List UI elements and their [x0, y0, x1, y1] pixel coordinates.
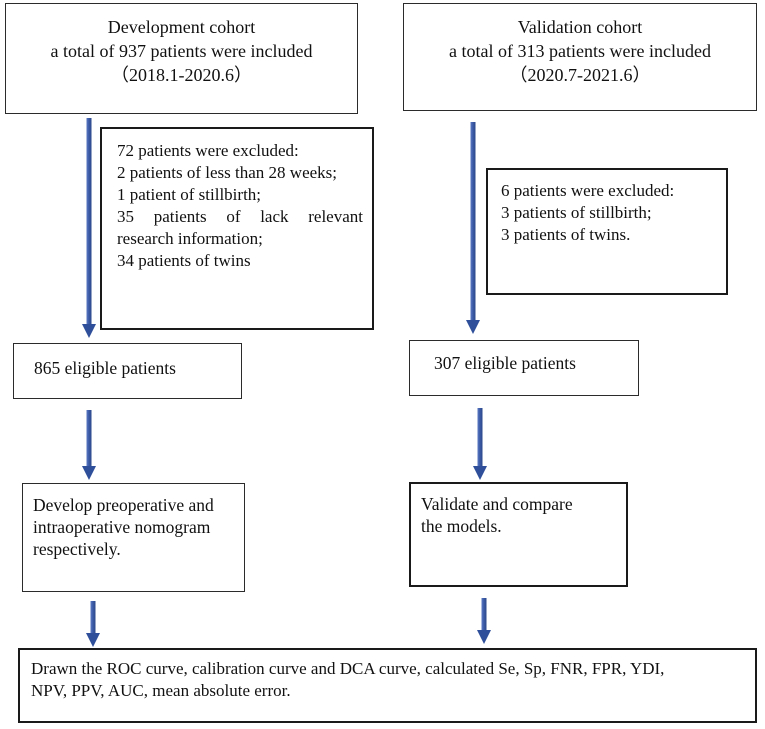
val-eligible-text: 307 eligible patients [434, 353, 576, 373]
arrow-val-to-eligible [466, 122, 480, 334]
arrow-val-eligible-to-validate [473, 408, 487, 480]
develop-step-line: respectively. [33, 539, 121, 559]
development-exclusion-box: 72 patients were excluded: 2 patients of… [100, 127, 374, 330]
validation-count: a total of 313 patients were included [449, 41, 711, 61]
validation-eligible-box: 307 eligible patients [409, 340, 639, 396]
arrow-dev-eligible-to-develop [82, 410, 96, 480]
val-exclusion-item: 3 patients of stillbirth; [501, 203, 652, 222]
dev-exclusion-item: 35 patients of lack relevant [117, 207, 363, 226]
arrow-validate-to-final [477, 598, 491, 644]
validate-models-box: Validate and compare the models. [409, 482, 628, 587]
dev-exclusion-header: 72 patients were excluded: [117, 141, 299, 160]
arrow-develop-to-final [86, 601, 100, 647]
validation-cohort-box: Validation cohort a total of 313 patient… [403, 3, 757, 111]
dev-exclusion-item: research information; [117, 229, 263, 248]
develop-nomogram-box: Develop preoperative and intraoperative … [22, 483, 245, 592]
val-exclusion-header: 6 patients were excluded: [501, 181, 675, 200]
final-step-line: NPV, PPV, AUC, mean absolute error. [31, 681, 291, 700]
arrow-dev-to-eligible [82, 118, 96, 338]
development-eligible-box: 865 eligible patients [13, 343, 242, 399]
dev-exclusion-item: 1 patient of stillbirth; [117, 185, 262, 204]
final-analysis-box: Drawn the ROC curve, calibration curve a… [18, 648, 757, 723]
development-cohort-box: Development cohort a total of 937 patien… [5, 3, 358, 114]
validation-period: （2020.7-2021.6） [509, 65, 651, 85]
dev-eligible-text: 865 eligible patients [34, 358, 176, 378]
val-exclusion-item: 3 patients of twins. [501, 225, 631, 244]
development-count: a total of 937 patients were included [50, 41, 313, 61]
validate-step-line: Validate and compare [421, 494, 573, 514]
final-step-line: Drawn the ROC curve, calibration curve a… [31, 659, 665, 678]
validation-exclusion-box: 6 patients were excluded: 3 patients of … [486, 168, 728, 295]
validate-step-line: the models. [421, 516, 502, 536]
validation-title: Validation cohort [517, 17, 643, 37]
development-period: （2018.1-2020.6） [111, 65, 252, 85]
dev-exclusion-item: 2 patients of less than 28 weeks; [117, 163, 338, 182]
develop-step-line: intraoperative nomogram [33, 517, 211, 537]
development-title: Development cohort [107, 17, 256, 37]
develop-step-line: Develop preoperative and [33, 495, 214, 515]
dev-exclusion-item: 34 patients of twins [117, 251, 251, 270]
